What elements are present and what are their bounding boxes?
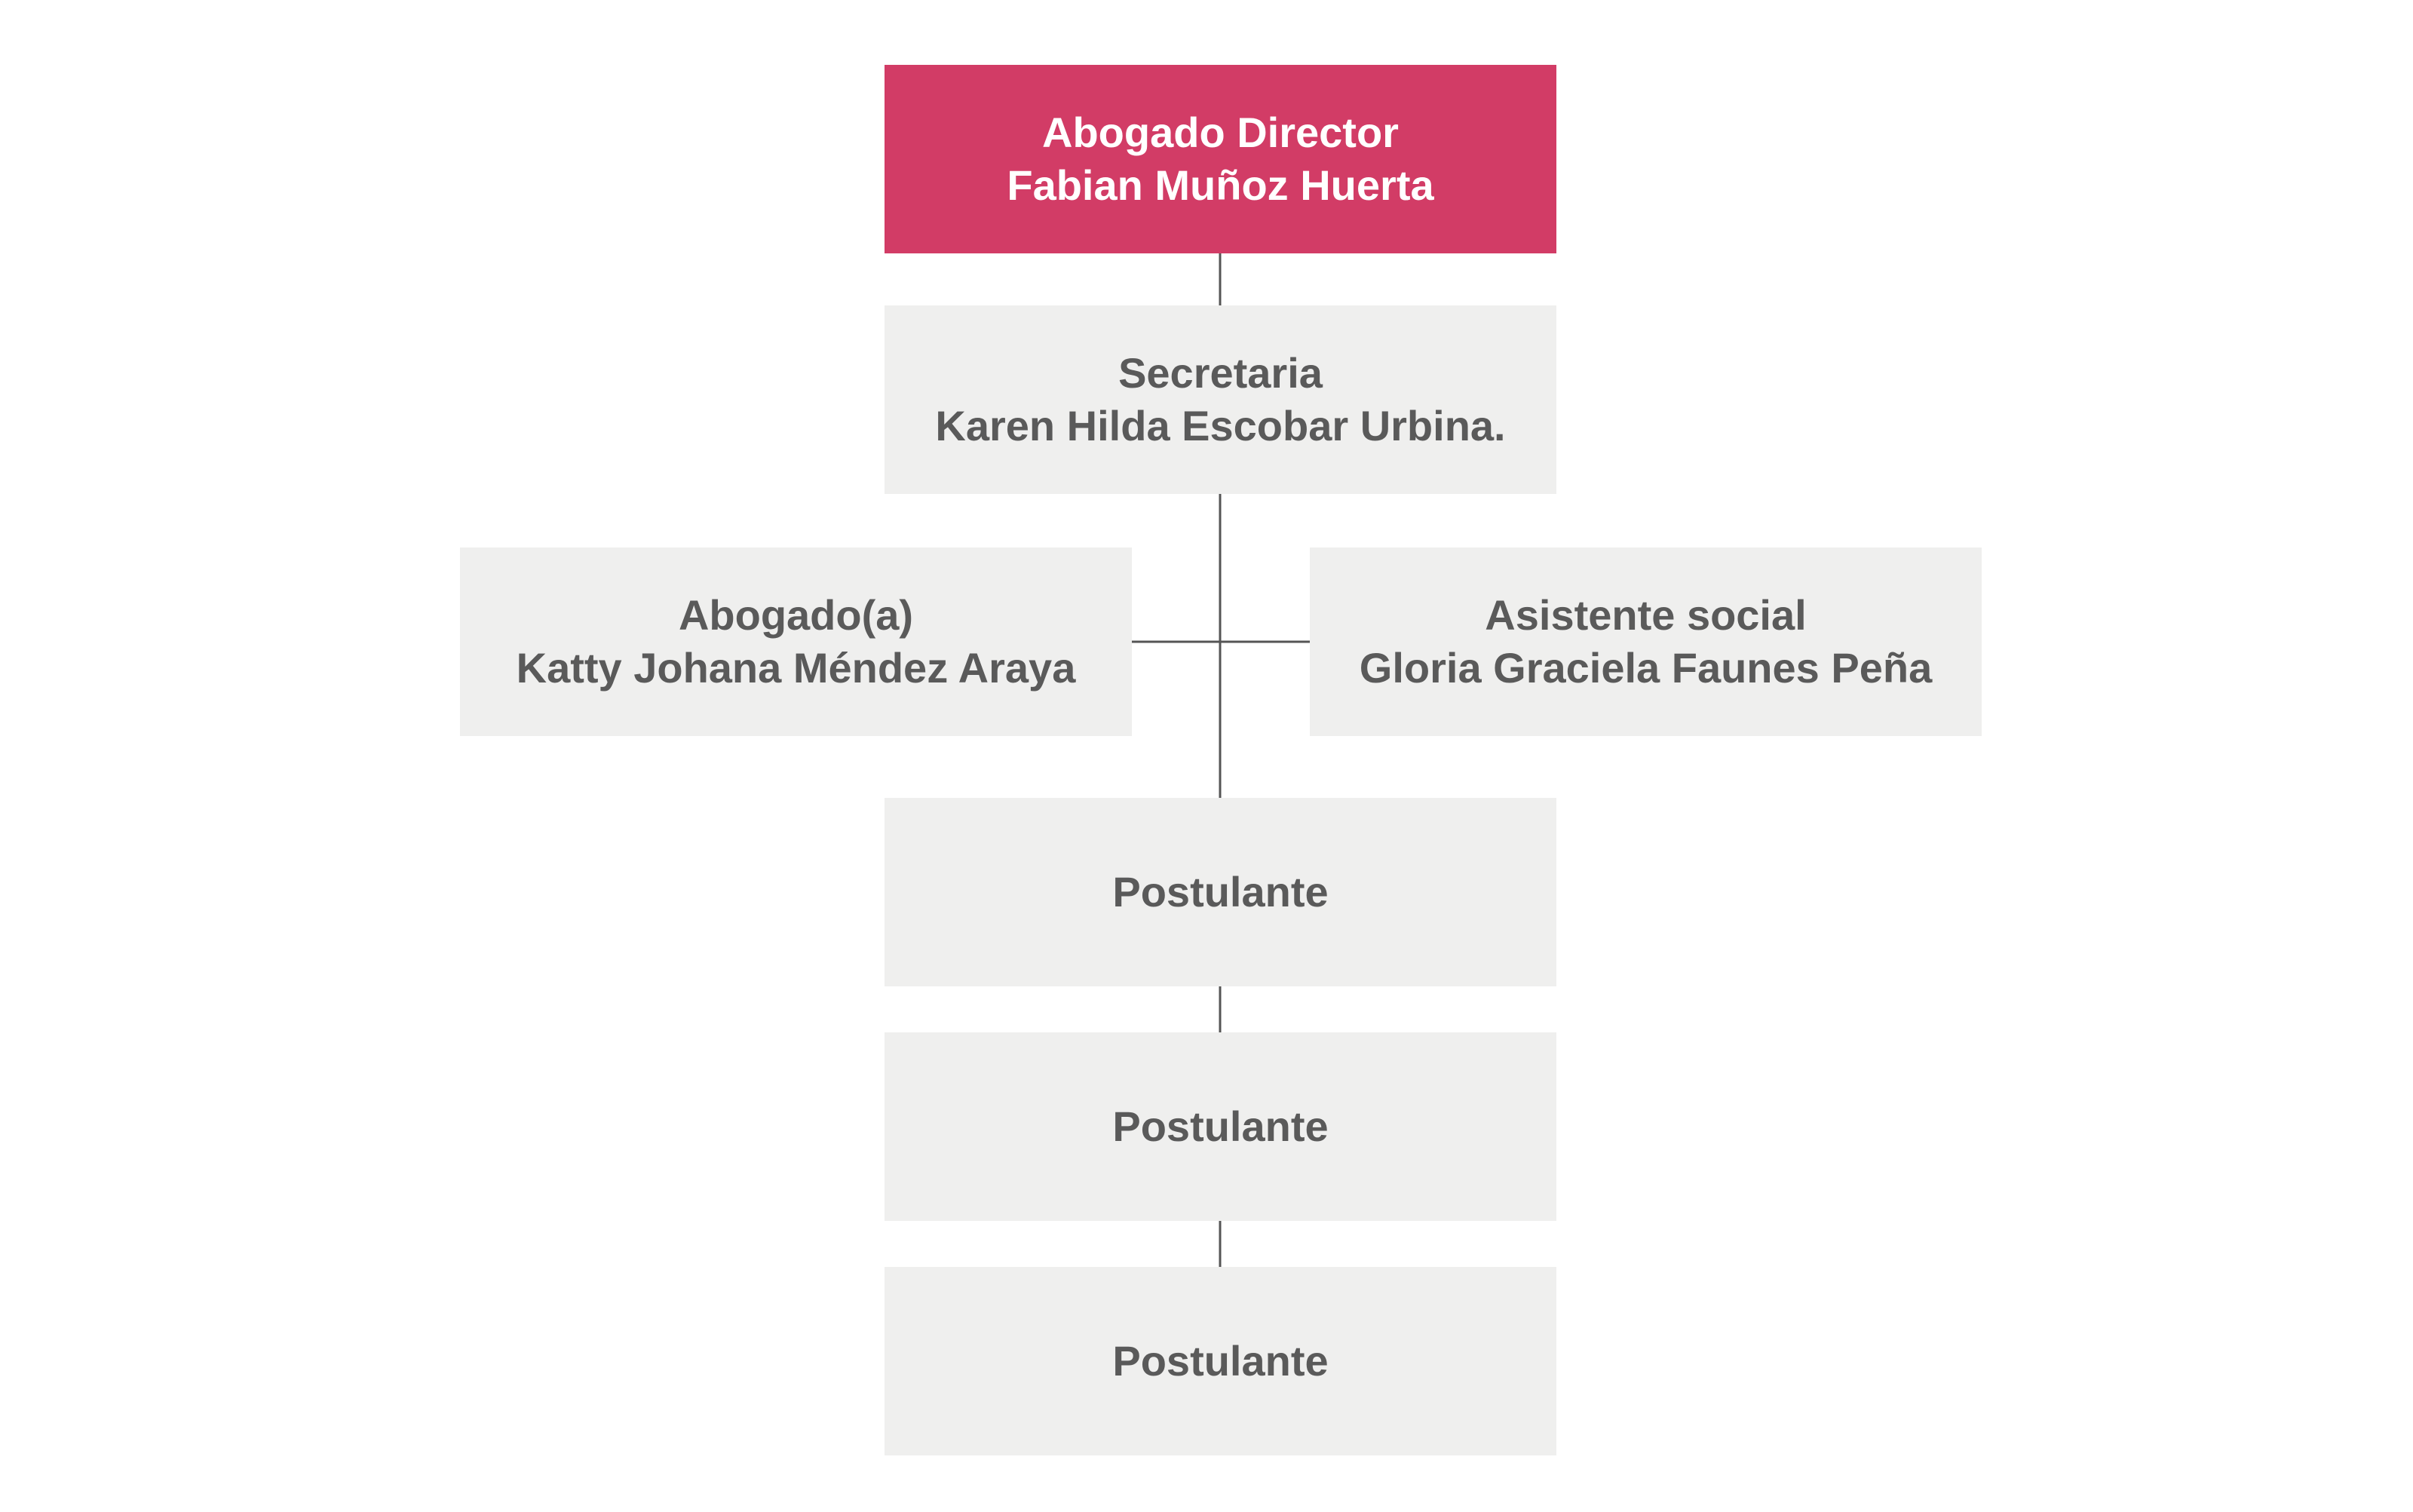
node-applicant-3-role: Postulante <box>1112 1337 1329 1385</box>
node-director: Abogado Director Fabian Muñoz Huerta <box>885 65 1556 253</box>
node-applicant-1-role: Postulante <box>1112 868 1329 915</box>
node-social-worker-name: Gloria Graciela Faunes Peña <box>1359 644 1933 692</box>
node-secretary: Secretaria Karen Hilda Escobar Urbina. <box>885 305 1556 494</box>
node-director-name: Fabian Muñoz Huerta <box>1007 161 1434 209</box>
node-applicant-2-role: Postulante <box>1112 1103 1329 1150</box>
node-secretary-role: Secretaria <box>1118 349 1323 397</box>
node-lawyer: Abogado(a) Katty Johana Méndez Araya <box>460 547 1132 736</box>
node-lawyer-role: Abogado(a) <box>678 591 914 639</box>
node-social-worker: Asistente social Gloria Graciela Faunes … <box>1310 547 1982 736</box>
node-applicant-3: Postulante <box>885 1267 1556 1455</box>
node-applicant-2: Postulante <box>885 1032 1556 1221</box>
node-lawyer-name: Katty Johana Méndez Araya <box>516 644 1076 692</box>
node-applicant-1: Postulante <box>885 798 1556 986</box>
node-secretary-name: Karen Hilda Escobar Urbina. <box>935 402 1506 449</box>
node-social-worker-role: Asistente social <box>1485 591 1807 639</box>
node-director-role: Abogado Director <box>1042 109 1399 156</box>
